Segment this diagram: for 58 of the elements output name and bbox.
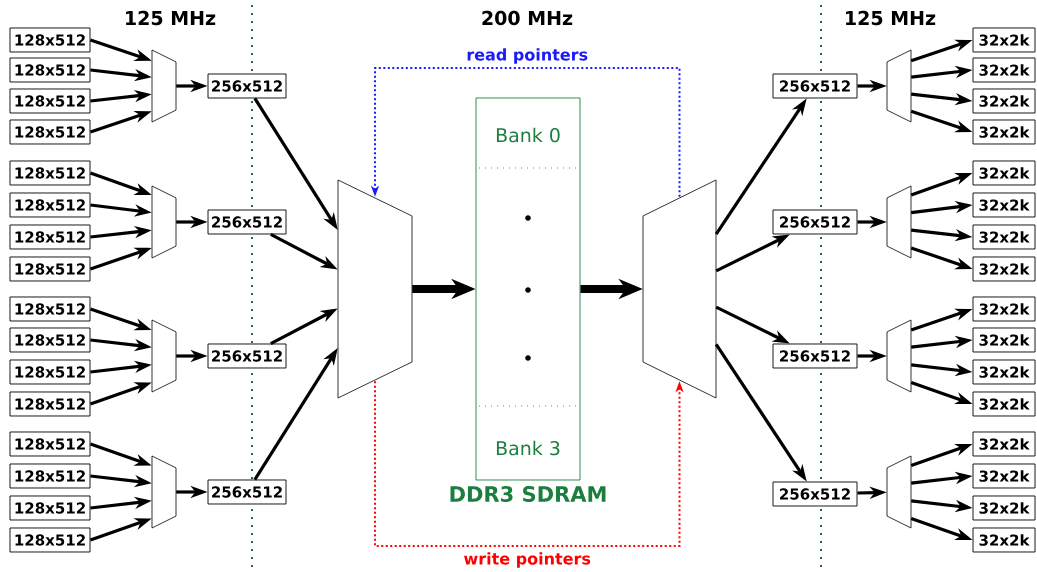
edge-label: read pointers <box>465 47 590 65</box>
buffer-box: 32x2k <box>972 88 1036 114</box>
buffer-box: 32x2k <box>972 527 1036 553</box>
buffer-box: 128x512 <box>9 359 91 385</box>
buffer-box: 256x512 <box>772 209 858 235</box>
buffer-box: 128x512 <box>9 327 91 353</box>
buffer-box: 32x2k <box>972 224 1036 250</box>
buffer-box: 128x512 <box>9 224 91 250</box>
buffer-box: 128x512 <box>9 431 91 457</box>
buffer-box: 32x2k <box>972 27 1036 53</box>
buffer-box: 32x2k <box>972 327 1036 353</box>
clock-label: 125 MHz <box>126 10 216 26</box>
buffer-box: 32x2k <box>972 256 1036 282</box>
buffer-box: 256x512 <box>772 481 858 507</box>
multiplexer-shape <box>151 319 177 393</box>
buffer-box: 128x512 <box>9 391 91 417</box>
buffer-box: 128x512 <box>9 119 91 145</box>
buffer-box: 32x2k <box>972 160 1036 186</box>
buffer-box: 128x512 <box>9 160 91 186</box>
buffer-box: 32x2k <box>972 431 1036 457</box>
clock-label: 125 MHz <box>846 10 936 26</box>
buffer-box: 256x512 <box>772 73 858 99</box>
bank-label: Bank 3 <box>496 440 560 456</box>
buffer-box: 32x2k <box>972 296 1036 322</box>
bank-label: Bank 0 <box>496 127 560 143</box>
edge-label: write pointers <box>462 551 592 569</box>
buffer-box: 128x512 <box>9 88 91 114</box>
buffer-box: 32x2k <box>972 57 1036 83</box>
multiplexer-shape <box>642 179 717 399</box>
buffer-box: 128x512 <box>9 527 91 553</box>
buffer-box: 32x2k <box>972 391 1036 417</box>
multiplexer-shape <box>886 319 912 393</box>
buffer-box: 128x512 <box>9 296 91 322</box>
multiplexer-shape <box>886 49 912 123</box>
multiplexer-shape <box>151 455 177 529</box>
buffer-box: 256x512 <box>207 343 287 369</box>
buffer-box: 128x512 <box>9 495 91 521</box>
buffer-box: 32x2k <box>972 495 1036 521</box>
multiplexer-shape <box>337 179 413 399</box>
buffer-box: 256x512 <box>207 209 287 235</box>
buffer-box: 128x512 <box>9 27 91 53</box>
buffer-box: 32x2k <box>972 359 1036 385</box>
buffer-box: 32x2k <box>972 192 1036 218</box>
multiplexer-shape <box>151 185 177 259</box>
clock-label: 200 MHz <box>482 10 573 26</box>
buffer-box: 128x512 <box>9 192 91 218</box>
multiplexer-shape <box>886 185 912 259</box>
buffer-box: 128x512 <box>9 463 91 489</box>
multiplexer-shape <box>151 49 177 123</box>
buffer-box: 256x512 <box>772 343 858 369</box>
buffer-box: 32x2k <box>972 119 1036 145</box>
memory-label: DDR3 SDRAM <box>450 486 606 502</box>
buffer-box: 256x512 <box>207 479 287 505</box>
buffer-box: 32x2k <box>972 463 1036 489</box>
multiplexer-shape <box>886 455 912 529</box>
buffer-box: 128x512 <box>9 57 91 83</box>
buffer-box: 256x512 <box>207 73 287 99</box>
buffer-box: 128x512 <box>9 256 91 282</box>
